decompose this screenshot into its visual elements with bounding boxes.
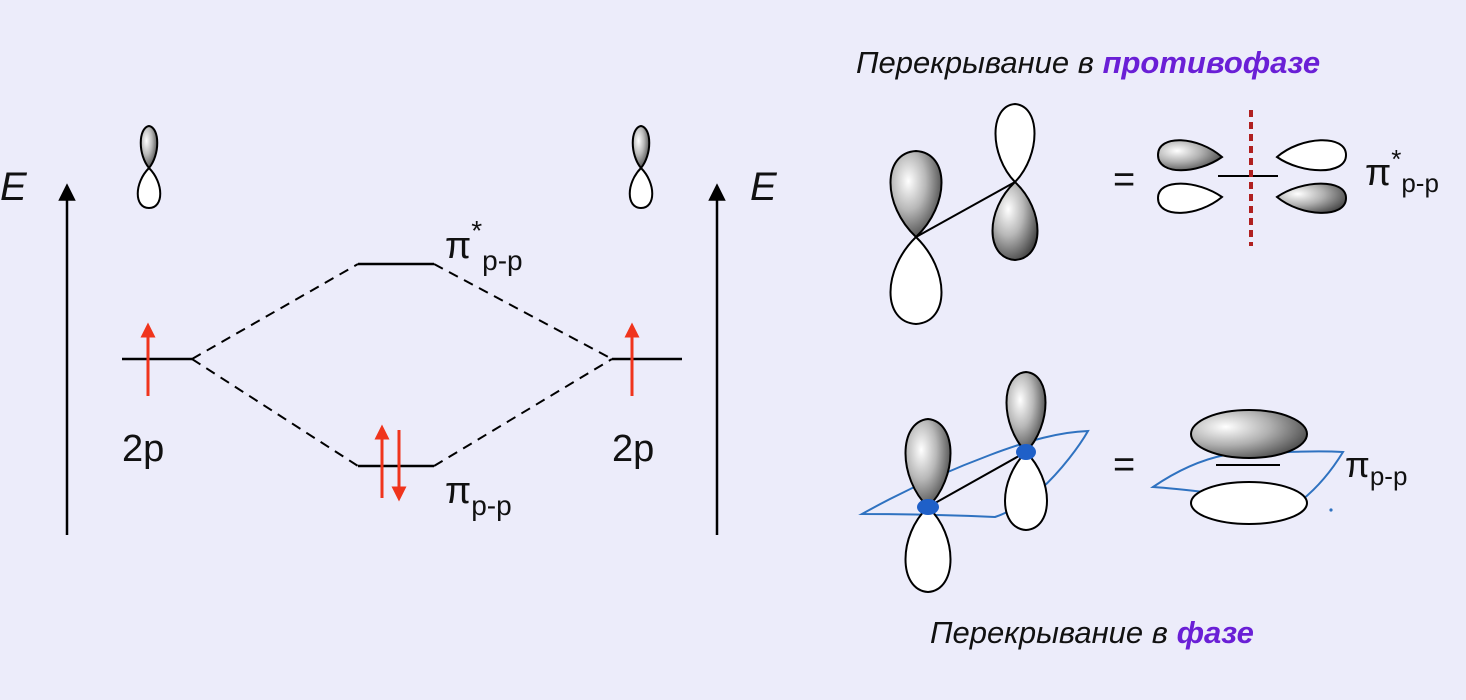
p-orbital-antiphase-a [889, 149, 943, 326]
nucleus-dot-a [917, 499, 939, 515]
sigma-bond-line-antiphase [915, 181, 1016, 238]
level-label-2p-left: 2p [122, 428, 164, 470]
antiphase-result-label: π*p-p [1365, 144, 1439, 198]
energy-diagram: E E 2p 2p [0, 124, 778, 535]
p-orbital-right-small [628, 124, 654, 210]
inphase-panel: = πp-p Перекрывание в фазе [858, 370, 1407, 650]
bonding-orbital-shape [1150, 409, 1345, 525]
p-orbital-left-small [136, 124, 162, 210]
antibonding-orbital-shape [1156, 110, 1348, 246]
correlation-lines [191, 263, 613, 467]
level-label-2p-right: 2p [612, 428, 654, 470]
antiphase-title: Перекрывание в противофазе [856, 45, 1320, 80]
p-orbital-inphase-b [1004, 370, 1048, 532]
p-orbital-antiphase-b [991, 102, 1039, 262]
inphase-result-label: πp-p [1345, 444, 1407, 491]
inphase-equals: = [1113, 444, 1135, 486]
inphase-title: Перекрывание в фазе [930, 615, 1254, 650]
energy-axis-label-right: E [750, 165, 778, 209]
sigma-bond-line-inphase [927, 451, 1027, 508]
energy-axis-label-left: E [0, 165, 28, 209]
molecular-plane [858, 429, 1090, 519]
label-antibonding: π*p-p [445, 215, 523, 276]
p-orbital-inphase-a [904, 417, 952, 594]
label-bonding: πp-p [445, 470, 512, 521]
antiphase-equals: = [1113, 159, 1135, 201]
nucleus-dot-b [1016, 444, 1036, 460]
antiphase-panel: Перекрывание в противофазе = π*p-p [856, 45, 1439, 326]
